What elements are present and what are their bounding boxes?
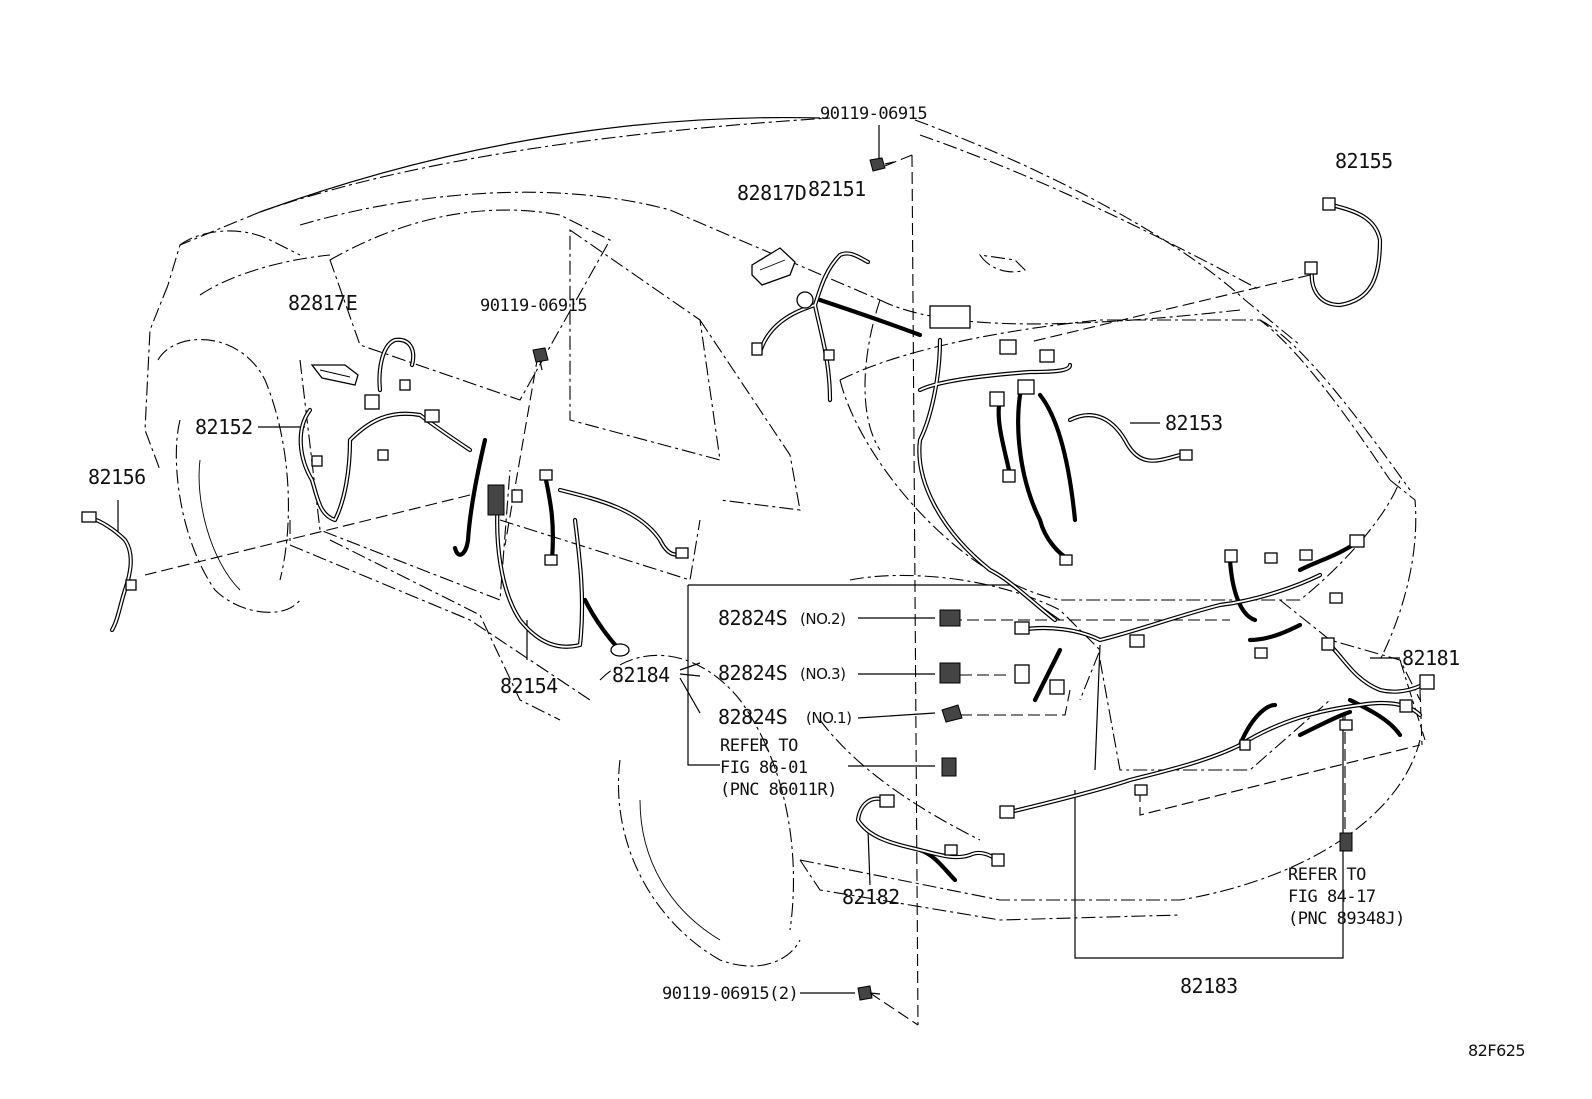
harness-82183 <box>999 699 1423 852</box>
figure-id: 82F625 <box>1468 1041 1526 1060</box>
ref86-line3: (PNC 86011R) <box>720 780 837 800</box>
label-82151: 82151 <box>808 177 866 201</box>
harness-82151 <box>751 251 923 403</box>
label-82181: 82181 <box>1402 646 1460 670</box>
ref84-line1: REFER TO <box>1288 865 1366 885</box>
label-82824S-no3-note: (NO.3) <box>800 665 846 683</box>
label-82817E: 82817E <box>288 291 358 315</box>
harness-82155 <box>1304 197 1383 308</box>
bolt-90119-top <box>869 157 895 172</box>
label-90119-06915-mid: 90119-06915 <box>480 296 588 316</box>
ref86-line2: FIG 86-01 <box>720 758 808 778</box>
label-90119-06915-top: 90119-06915 <box>820 104 928 124</box>
label-82183: 82183 <box>1180 974 1238 998</box>
harness-82181 <box>1321 637 1435 738</box>
vehicle-body-outline <box>144 117 1426 967</box>
label-82153: 82153 <box>1165 411 1223 435</box>
label-82817D: 82817D <box>737 181 807 205</box>
label-90119-06915-bottom: 90119-06915(2) <box>662 984 799 1004</box>
label-82824S-no1: 82824S <box>718 705 788 729</box>
label-82154: 82154 <box>500 674 558 698</box>
label-82156: 82156 <box>88 465 146 489</box>
label-82824S-no2-note: (NO.2) <box>800 610 846 628</box>
label-82824S-no3: 82824S <box>718 661 788 685</box>
grommets-82824S <box>939 609 963 777</box>
harness-82156 <box>81 511 137 633</box>
ref84-line3: (PNC 89348J) <box>1288 909 1405 929</box>
label-82824S-no1-note: (NO.1) <box>806 709 852 727</box>
bolt-90119-mid <box>532 347 549 371</box>
bolt-90119-bottom <box>857 985 881 1001</box>
harness-82153 <box>917 305 1193 623</box>
harness-82154 <box>452 437 689 657</box>
part-leader-lines <box>117 116 1400 994</box>
part-82817D-bracket <box>751 247 796 286</box>
harness-82184 <box>1014 534 1365 703</box>
ref84-line2: FIG 84-17 <box>1288 887 1376 907</box>
label-82184: 82184 <box>612 663 670 687</box>
label-82152: 82152 <box>195 415 253 439</box>
label-82824S-no2: 82824S <box>718 606 788 630</box>
part-82817E-clamp <box>310 364 359 386</box>
label-82155: 82155 <box>1335 149 1393 173</box>
harness-82182 <box>855 794 1005 883</box>
harness-82152 <box>298 337 473 523</box>
reference-leader-lines <box>144 154 1423 1026</box>
ref86-line1: REFER TO <box>720 736 798 756</box>
label-82182: 82182 <box>842 885 900 909</box>
